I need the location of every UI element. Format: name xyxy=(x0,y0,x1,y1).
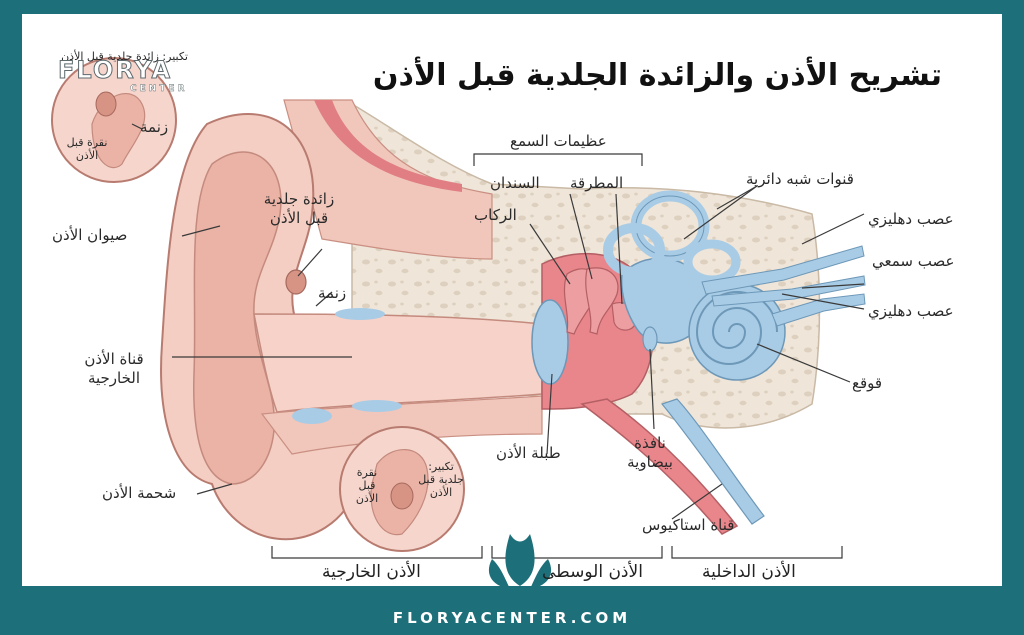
oval-window-shape xyxy=(643,327,657,351)
canal-blue-1 xyxy=(335,308,385,320)
section-outer-ear: الأذن الخارجية xyxy=(322,562,421,582)
ear-canal xyxy=(254,314,542,412)
label-ossicles: عظيمات السمع xyxy=(510,132,607,151)
eardrum-shape xyxy=(532,300,568,384)
label-semicircular: قنوات شبه دائرية xyxy=(746,170,854,189)
label-zoom-bottom: تكبير: جلدية قبل الأذن xyxy=(418,460,464,499)
brand-logo-text: FLORYA xyxy=(58,56,172,84)
label-pit-top: نقرة قبل الأذن xyxy=(62,136,112,162)
label-incus: السندان xyxy=(490,174,540,193)
label-stapes: الركاب xyxy=(474,206,517,225)
canal-blue-3 xyxy=(352,400,402,412)
zoom-bottom-tag xyxy=(391,483,413,509)
label-cochlear-nerve: عصب سمعي xyxy=(872,252,954,271)
label-oval-window: نافذة بيضاوية xyxy=(622,434,678,472)
skin-tag-small xyxy=(286,270,306,294)
label-vestibular-nerve-2: عصب دهليزي xyxy=(868,302,954,321)
label-skin-tag: زائدة جلدية قبل الأذن xyxy=(254,190,344,228)
zoom-top-tag xyxy=(96,92,116,116)
label-malleus: المطرقة xyxy=(570,174,623,193)
label-eardrum: طبلة الأذن xyxy=(496,444,561,463)
canal-blue-2 xyxy=(292,408,332,424)
label-vestibular-nerve-1: عصب دهليزي xyxy=(868,210,954,229)
label-pit-bottom: نقرة قبل الأذن xyxy=(347,466,387,505)
section-inner-ear: الأذن الداخلية xyxy=(702,562,796,582)
label-tragus-mid: زنمة xyxy=(318,284,346,303)
label-tragus-top: زنمة xyxy=(140,118,168,137)
section-middle-ear: الأذن الوسطى xyxy=(542,562,643,582)
label-cochlea: قوقع xyxy=(852,374,882,393)
label-canal: قناة الأذن الخارجية xyxy=(68,350,160,388)
page-title: تشريح الأذن والزائدة الجلدية قبل الأذن xyxy=(373,58,942,93)
label-eustachian: قناة استاكيوس xyxy=(642,516,734,535)
diagram-frame: تشريح الأذن والزائدة الجلدية قبل الأذن ت… xyxy=(22,14,1002,586)
site-url: FLORYACENTER.COM xyxy=(0,609,1024,627)
brand-logo-sub: CENTER xyxy=(130,84,188,94)
label-lobe: شحمة الأذن xyxy=(102,484,176,503)
label-helix: صيوان الأذن xyxy=(52,226,127,245)
